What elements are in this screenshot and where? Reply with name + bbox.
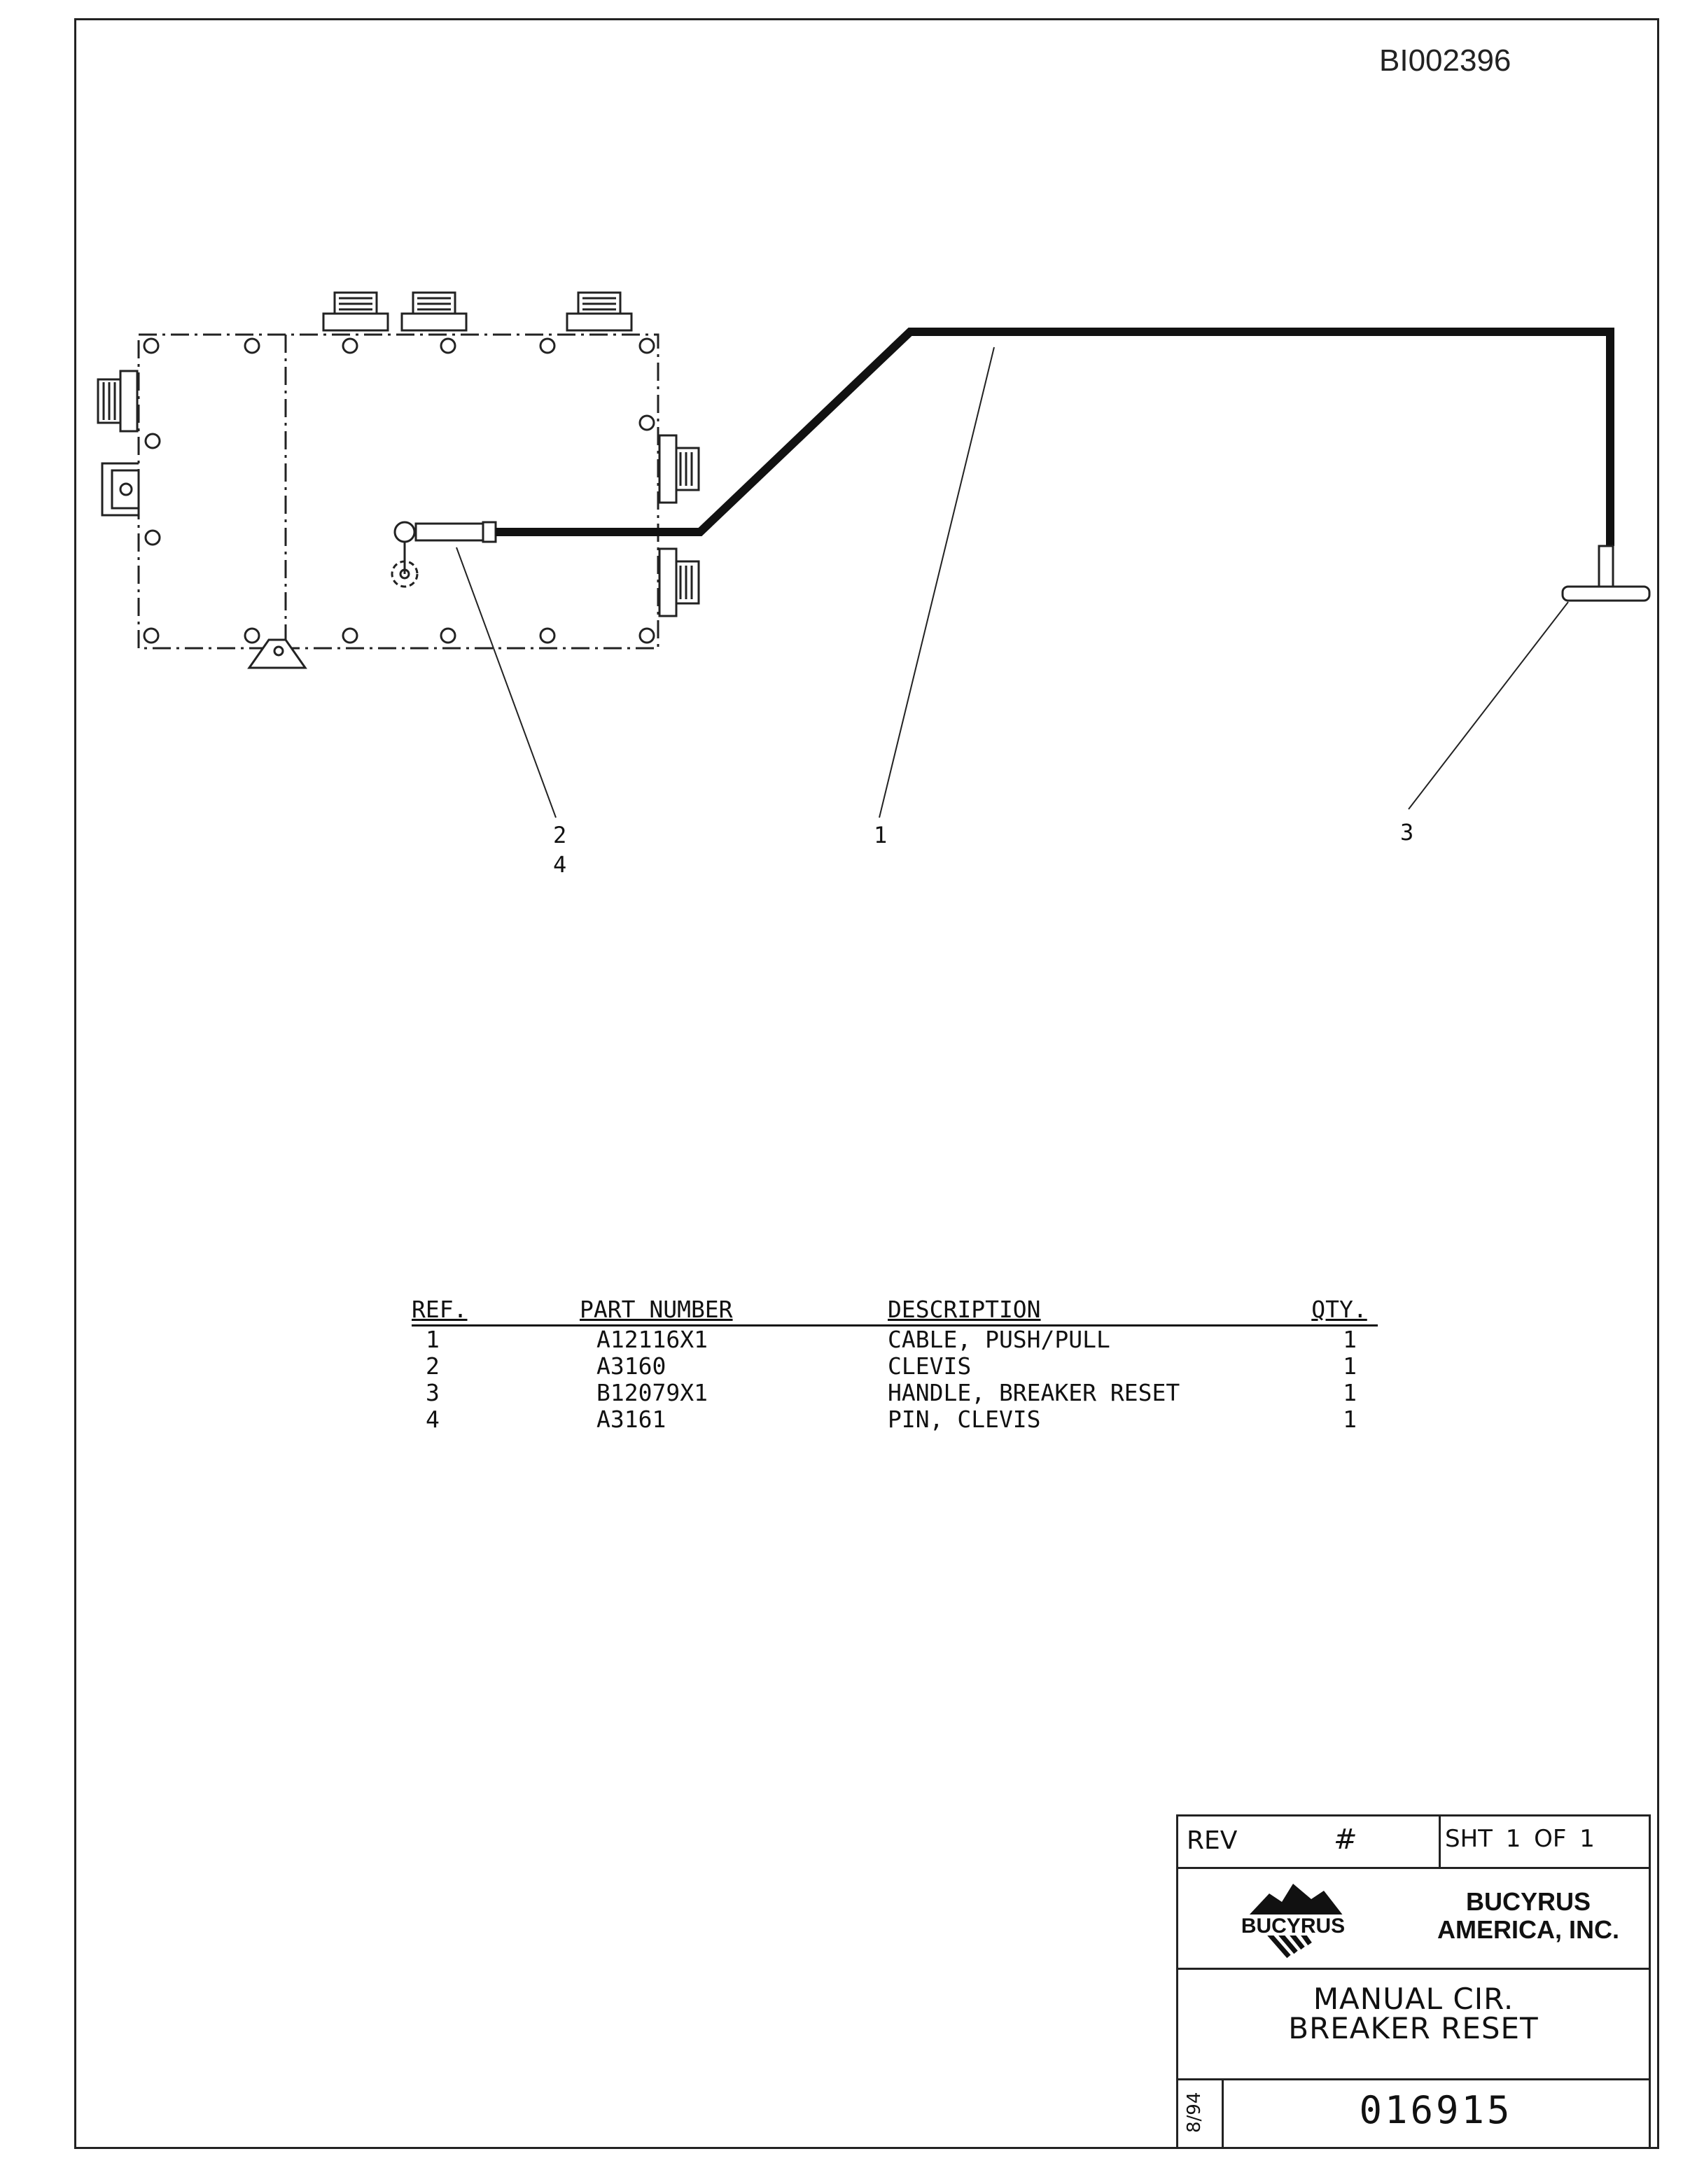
title-block-rev-row: REV # SHT 1 OF 1 xyxy=(1178,1816,1649,1869)
header-qty: QTY. xyxy=(1311,1296,1367,1323)
row-part-number: A3161 xyxy=(596,1406,666,1433)
bucyrus-logo-icon: BUCYRUS xyxy=(1209,1884,1377,1959)
row-qty: 1 xyxy=(1343,1406,1357,1433)
reset-handle xyxy=(1561,545,1651,602)
row-qty: 1 xyxy=(1343,1352,1357,1380)
top-connectors xyxy=(322,291,633,332)
rev-value: # xyxy=(1334,1823,1357,1856)
parts-list-header: REF. PART NUMBER DESCRIPTION QTY. xyxy=(412,1296,1378,1326)
title-block-company-row: BUCYRUS BUCYRUS AMERICA, INC. xyxy=(1178,1867,1649,1970)
sheet-cell: SHT 1 OF 1 xyxy=(1439,1816,1651,1867)
breaker-enclosure xyxy=(137,333,659,650)
drawing-title-line2: BREAKER RESET xyxy=(1288,2011,1539,2045)
date-cell: 8/94 xyxy=(1178,2078,1224,2147)
row-qty: 1 xyxy=(1343,1379,1357,1406)
row-description: HANDLE, BREAKER RESET xyxy=(888,1379,1180,1406)
sheet-number: SHT 1 OF 1 xyxy=(1445,1825,1595,1853)
row-description: CABLE, PUSH/PULL xyxy=(888,1326,1110,1353)
parts-list: REF. PART NUMBER DESCRIPTION QTY. 1 A121… xyxy=(412,1296,1378,1433)
callout-2: 2 xyxy=(553,822,566,848)
drawing-number: 016915 xyxy=(1359,2088,1513,2132)
callout-1: 1 xyxy=(874,822,887,848)
mount-bracket xyxy=(247,638,307,669)
drawing-id: BI002396 xyxy=(1379,43,1511,78)
left-connector xyxy=(97,370,140,517)
drawing-border xyxy=(74,18,1659,2149)
row-description: PIN, CLEVIS xyxy=(888,1406,1041,1433)
rev-label: REV xyxy=(1187,1826,1238,1855)
title-block-number-row: 8/94 016915 xyxy=(1178,2078,1649,2147)
row-ref: 4 xyxy=(426,1406,440,1433)
logo-text: BUCYRUS xyxy=(1241,1914,1345,1938)
row-ref: 2 xyxy=(426,1352,440,1380)
parts-row: 1 A12116X1 CABLE, PUSH/PULL 1 xyxy=(412,1326,1378,1353)
parts-row: 3 B12079X1 HANDLE, BREAKER RESET 1 xyxy=(412,1380,1378,1406)
row-description: CLEVIS xyxy=(888,1352,972,1380)
push-pull-cable xyxy=(496,328,1614,546)
row-qty: 1 xyxy=(1343,1326,1357,1353)
drawing-title: MANUAL CIR. BREAKER RESET xyxy=(1178,1984,1649,2043)
drawing-title-line1: MANUAL CIR. xyxy=(1313,1982,1514,2016)
parts-row: 2 A3160 CLEVIS 1 xyxy=(412,1353,1378,1380)
title-block-title-row: MANUAL CIR. BREAKER RESET xyxy=(1178,1968,1649,2080)
company-name: BUCYRUS AMERICA, INC. xyxy=(1409,1888,1647,1944)
header-description: DESCRIPTION xyxy=(888,1296,1041,1323)
company-name-line1: BUCYRUS xyxy=(1465,1887,1591,1916)
company-name-line2: AMERICA, INC. xyxy=(1437,1915,1619,1944)
clevis xyxy=(391,521,497,588)
row-part-number: A3160 xyxy=(596,1352,666,1380)
callout-3: 3 xyxy=(1400,819,1413,846)
header-part-number: PART NUMBER xyxy=(580,1296,733,1323)
drawing-date: 8/94 xyxy=(1184,2092,1205,2133)
callout-4: 4 xyxy=(553,851,566,878)
row-part-number: A12116X1 xyxy=(596,1326,708,1353)
row-ref: 3 xyxy=(426,1379,440,1406)
bolt-holes xyxy=(143,337,655,644)
right-connectors xyxy=(658,434,700,617)
parts-row: 4 A3161 PIN, CLEVIS 1 xyxy=(412,1406,1378,1433)
row-ref: 1 xyxy=(426,1326,440,1353)
header-ref: REF. xyxy=(412,1296,468,1323)
row-part-number: B12079X1 xyxy=(596,1379,708,1406)
title-block: REV # SHT 1 OF 1 BUCYRUS BUCYRUS AMERICA… xyxy=(1176,1814,1651,2149)
leader-lines xyxy=(456,346,1569,818)
